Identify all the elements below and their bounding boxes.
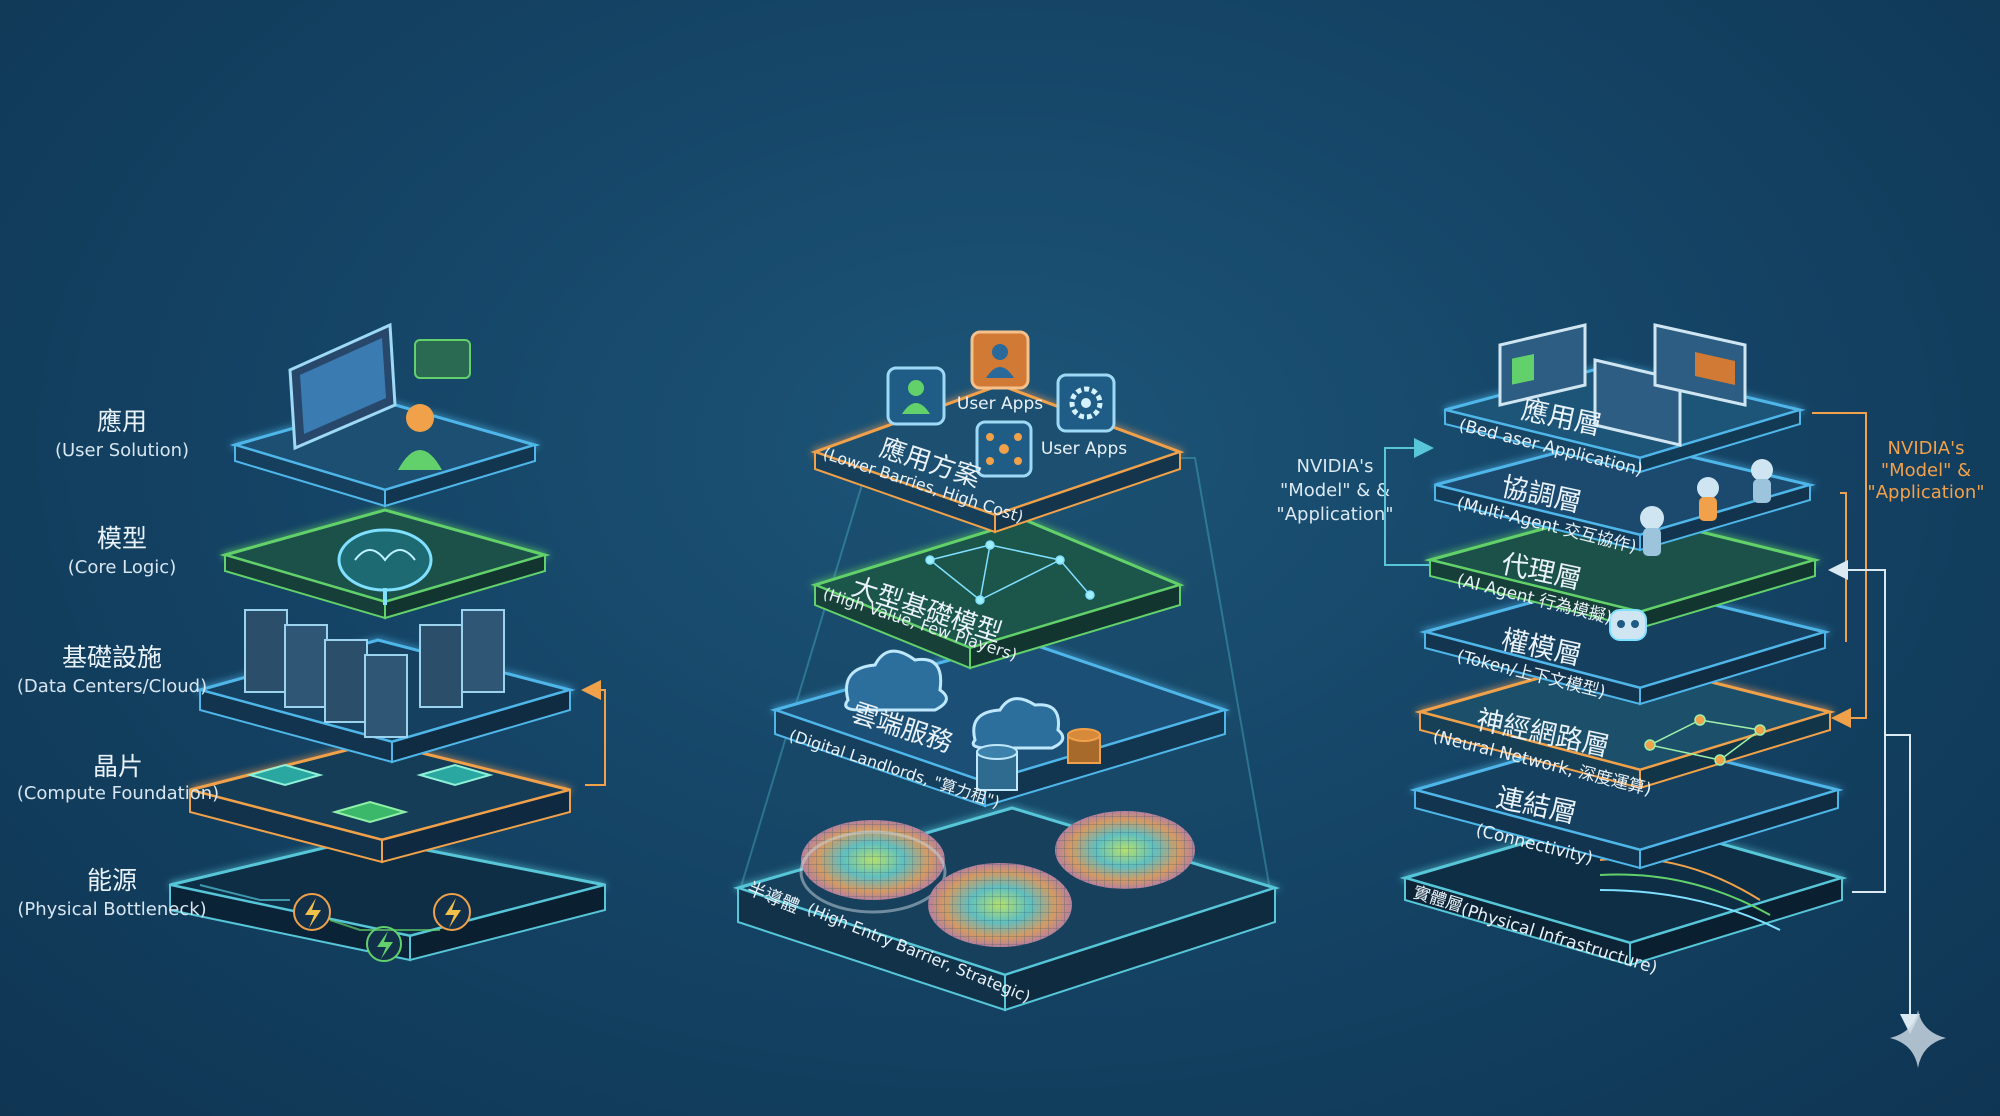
database-icon <box>976 744 1018 791</box>
middle-layer-semiconductor <box>732 806 1281 1012</box>
left-label-zh: 能源 <box>87 866 137 895</box>
app-label: User Apps <box>1041 439 1127 459</box>
network-icon <box>1644 714 1766 766</box>
gear-icon[interactable] <box>1056 373 1116 433</box>
database-icon <box>1067 728 1101 764</box>
window-icon <box>1653 323 1747 407</box>
right-layer-physical <box>1399 813 1848 967</box>
left-label-en: (Physical Bottleneck) <box>17 899 206 920</box>
app-icon-tile[interactable] <box>886 366 946 426</box>
annotation-right: NVIDIA's "Model" & "Application" <box>1812 412 1985 1034</box>
network-app-icon[interactable] <box>975 420 1033 478</box>
left-layer-chip <box>189 740 571 864</box>
right-layer-connectivity <box>1409 731 1844 870</box>
app-label: User Apps <box>957 394 1043 414</box>
middle-layer-cloud <box>769 638 1230 808</box>
left-layer-application <box>229 322 541 508</box>
left-label-zh: 基礎設施 <box>62 643 162 672</box>
robot-icon <box>1751 459 1773 503</box>
annotation-line: "Application" <box>1867 482 1984 503</box>
middle-stack: User Apps User Apps 應用方案 (Lower Barries,… <box>732 330 1281 1012</box>
left-layer-model <box>219 508 551 620</box>
brain-icon <box>337 528 433 605</box>
chat-bubble-icon <box>414 339 471 379</box>
right-layer-application <box>1444 323 1806 474</box>
wafer-icon <box>799 820 947 914</box>
left-label-zh: 晶片 <box>93 752 143 781</box>
annotation-left: NVIDIA's "Model" & & "Application" <box>1276 438 1434 566</box>
annotation-line: "Model" & & <box>1280 480 1390 501</box>
right-stack: 應用層 (Bed aser Application) 協調層 (Multi-Ag… <box>1276 323 1985 1034</box>
left-label-en: (Core Logic) <box>68 557 176 578</box>
left-label-zh: 應用 <box>97 407 147 436</box>
lightning-icon <box>366 926 402 962</box>
wafer-icon <box>1055 811 1195 889</box>
left-stack: 應用 (User Solution) 模型 (Core Logic) 基礎設施 … <box>17 322 606 962</box>
wafer-icon <box>928 863 1072 947</box>
right-layer-coordination <box>1434 436 1816 556</box>
left-flow-arrow <box>581 680 606 786</box>
middle-layer-foundation-model <box>810 518 1185 670</box>
annotation-line: NVIDIA's <box>1888 438 1965 459</box>
server-rack-icon <box>244 609 505 738</box>
network-icon <box>925 540 1095 605</box>
monitor-icon <box>288 322 397 451</box>
app-icon-tile[interactable] <box>970 330 1030 390</box>
window-icon <box>1498 323 1587 407</box>
right-layer-neural-network <box>1414 655 1836 790</box>
lightning-icon <box>293 893 331 931</box>
lightning-icon <box>433 893 471 931</box>
left-layer-infrastructure <box>194 609 576 764</box>
robot-icon <box>1609 609 1647 641</box>
left-label-en: (Compute Foundation) <box>17 783 219 804</box>
left-layer-energy <box>169 836 606 962</box>
robot-icon <box>1697 477 1719 521</box>
chip-icon <box>416 763 494 787</box>
annotation-line: NVIDIA's <box>1297 456 1374 477</box>
annotation-line: "Model" & <box>1881 460 1971 481</box>
left-label-en: (Data Centers/Cloud) <box>17 676 207 697</box>
cloud-icon <box>844 649 948 712</box>
user-icon <box>398 404 442 470</box>
annotation-line: "Application" <box>1276 504 1393 525</box>
left-labels: 應用 (User Solution) 模型 (Core Logic) 基礎設施 … <box>17 407 219 920</box>
left-label-en: (User Solution) <box>55 440 189 461</box>
sparkle-icon <box>1890 1010 1946 1068</box>
chip-icon <box>246 763 324 787</box>
left-label-zh: 模型 <box>97 524 147 553</box>
robot-icon <box>1640 506 1664 556</box>
chip-icon <box>331 800 409 824</box>
